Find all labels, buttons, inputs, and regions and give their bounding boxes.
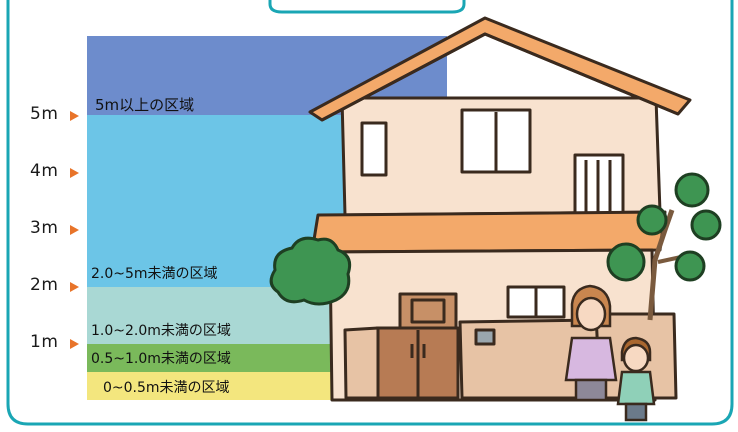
mother-figure	[564, 284, 618, 402]
ruler-arrow-3m	[70, 225, 79, 235]
frame-border	[6, 0, 734, 426]
ruler-arrow-2m	[70, 282, 79, 292]
ruler-arrow-5m	[70, 111, 79, 121]
ruler-arrow-1m	[70, 339, 79, 349]
zone-label-05-1m: 0.5~1.0m未満の区域	[91, 351, 231, 367]
zone-label-5m-plus: 5m以上の区域	[95, 96, 195, 114]
tree	[606, 172, 722, 321]
ruler-label-2m: 2m	[30, 275, 59, 295]
ruler-label-4m: 4m	[30, 161, 59, 181]
ruler-label-1m: 1m	[30, 332, 59, 352]
frame-tab	[268, 0, 466, 14]
bush	[269, 236, 352, 306]
child-figure	[616, 336, 656, 422]
zone-label-0-05m: 0~0.5m未満の区域	[103, 380, 230, 396]
ruler-label-3m: 3m	[30, 218, 59, 238]
ruler-label-5m: 5m	[30, 104, 59, 124]
zone-label-2-5m: 2.0~5m未満の区域	[91, 266, 218, 282]
ruler-arrow-4m	[70, 168, 79, 178]
zone-label-1-2m: 1.0~2.0m未満の区域	[91, 323, 231, 339]
